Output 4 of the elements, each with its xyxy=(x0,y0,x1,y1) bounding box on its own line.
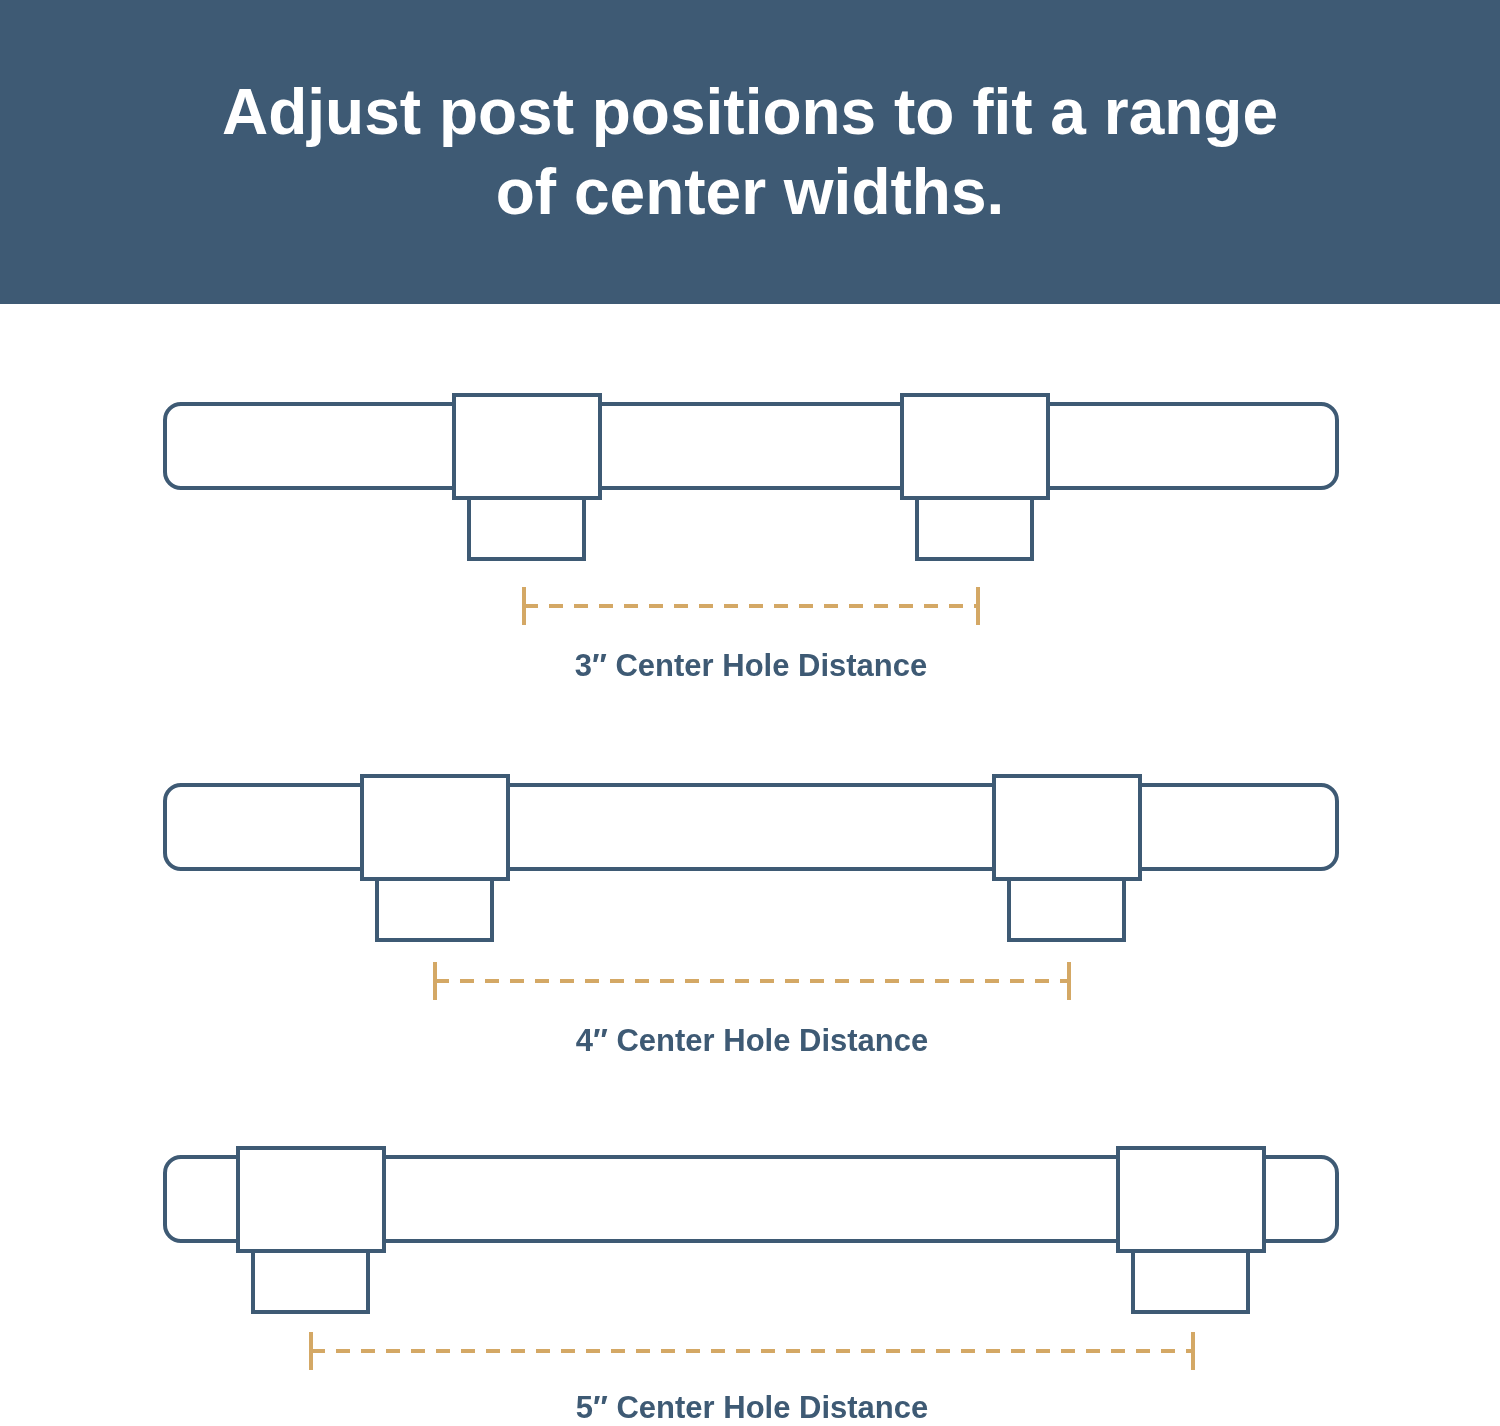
dimension-label: 5″ Center Hole Distance xyxy=(575,1390,929,1426)
title: Adjust post positions to fit a range of center widths. xyxy=(221,75,1279,230)
dimension-label: 3″ Center Hole Distance xyxy=(574,648,928,684)
dimension-label: 4″ Center Hole Distance xyxy=(575,1023,929,1059)
